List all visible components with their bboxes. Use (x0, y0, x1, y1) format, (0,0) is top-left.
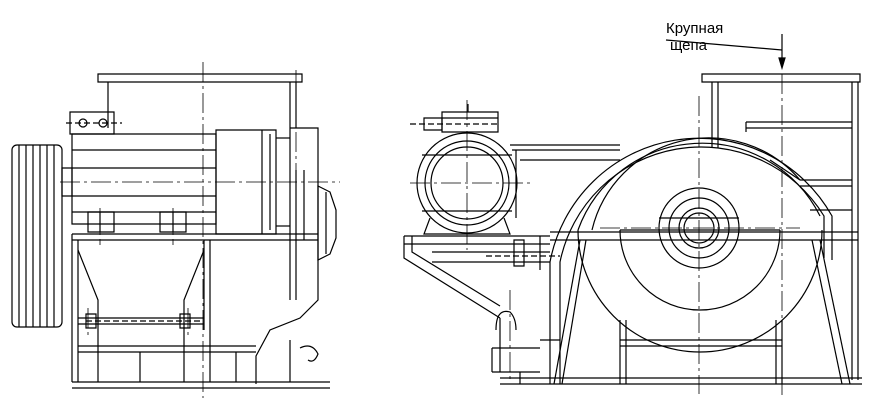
centerlines-left (60, 62, 340, 398)
label-line-1: Крупная (666, 20, 724, 37)
label-line-2: щепа (670, 37, 707, 54)
fan-volute (550, 138, 852, 384)
motor-top-bracket (410, 104, 500, 132)
front-view (404, 34, 862, 395)
fan-frame (500, 232, 862, 384)
motor-bracket (66, 112, 122, 134)
base-frame (72, 234, 330, 388)
side-view (12, 62, 340, 398)
centerlines-right (410, 74, 800, 395)
motor-base (404, 236, 560, 372)
top-flange (98, 74, 302, 82)
pulley (12, 145, 72, 327)
fan-top-flange (702, 74, 860, 380)
impeller (578, 230, 822, 352)
label-leader (666, 34, 785, 68)
